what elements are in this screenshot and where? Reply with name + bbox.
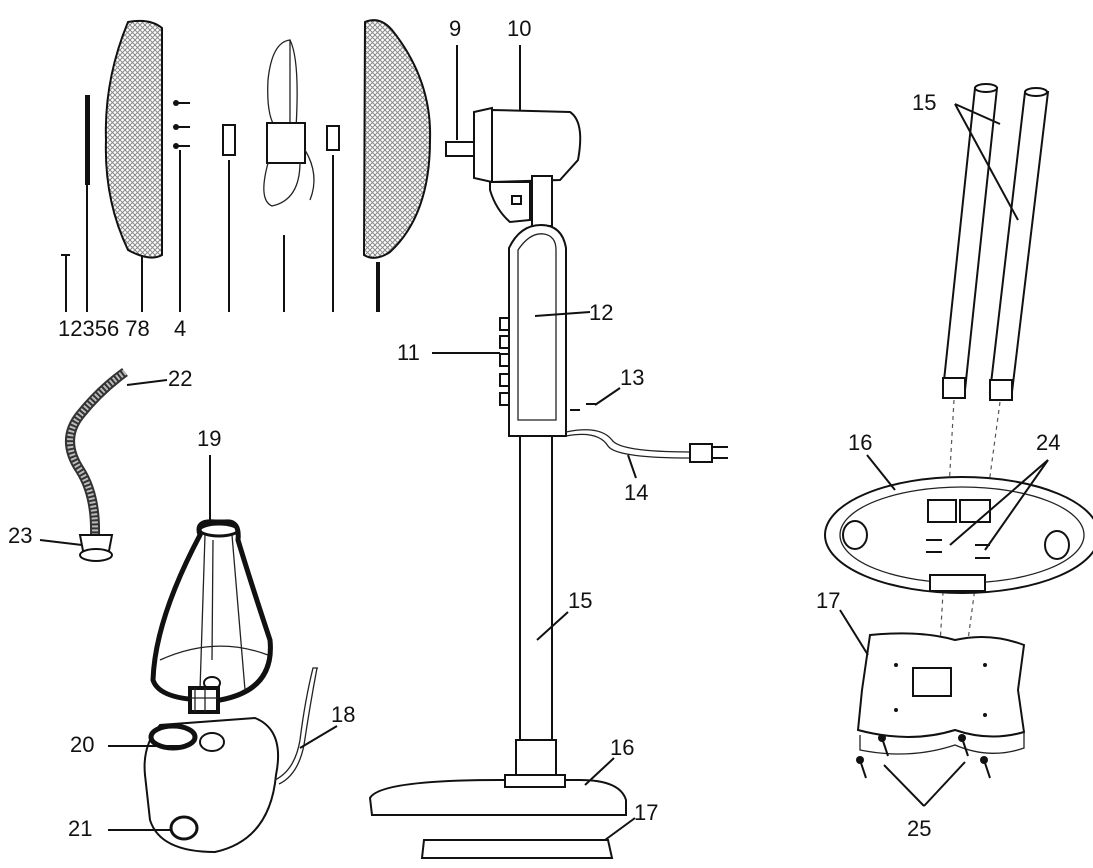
spinner-bar-part — [85, 95, 90, 185]
mist-hose-part — [65, 367, 128, 562]
fan-stand-group: 9 10 11 12 13 14 15 16 17 — [368, 16, 728, 859]
control-body-part — [499, 223, 567, 437]
label-part-21: 21 — [68, 816, 92, 841]
label-part-20: 20 — [70, 732, 94, 757]
stand-plate-part — [420, 839, 614, 859]
label-part-16-stand: 16 — [610, 735, 634, 760]
water-tank-part — [150, 519, 273, 703]
humidifier-base-part — [143, 667, 318, 854]
label-part-13: 13 — [620, 365, 644, 390]
power-cord-part — [565, 429, 728, 463]
label-parts-1-8: 12356 78 — [58, 316, 150, 341]
label-part-15-pole: 15 — [568, 588, 592, 613]
label-part-18: 18 — [331, 702, 355, 727]
grill-screws-part — [173, 100, 190, 149]
pole-part — [519, 435, 553, 747]
clamp-part — [326, 125, 340, 151]
cord-screws-part — [570, 403, 596, 411]
label-part-9: 9 — [449, 16, 461, 41]
label-part-24: 24 — [1036, 430, 1060, 455]
fan-head-parts-group: 12356 78 4 — [58, 19, 432, 341]
label-part-15-tubes: 15 — [912, 90, 936, 115]
label-part-25: 25 — [907, 816, 931, 841]
label-part-22: 22 — [168, 366, 192, 391]
fan-blade-part — [263, 39, 315, 207]
label-part-4: 4 — [174, 316, 186, 341]
tubes-part — [941, 83, 1050, 401]
grill-clip-part — [376, 262, 380, 312]
motor-housing-part — [445, 106, 582, 227]
label-part-23: 23 — [8, 523, 32, 548]
oval-base-part — [824, 476, 1093, 594]
stand-base-part — [368, 779, 627, 816]
cross-bracket-part — [856, 632, 1026, 755]
label-part-10: 10 — [507, 16, 531, 41]
small-screw-part — [61, 254, 70, 262]
bracket-screws-part — [856, 734, 991, 779]
label-part-11: 11 — [397, 340, 420, 365]
label-part-12: 12 — [589, 300, 613, 325]
label-part-16-base: 16 — [848, 430, 872, 455]
base-assembly-group: 15 16 24 — [816, 83, 1093, 841]
label-part-19: 19 — [197, 426, 221, 451]
label-part-17-stand: 17 — [634, 800, 658, 825]
blade-nut-part — [222, 124, 236, 156]
front-grill-part — [104, 19, 163, 259]
label-part-14: 14 — [624, 480, 648, 505]
pole-collar-part — [515, 739, 557, 777]
humidifier-group: 22 23 19 18 20 21 — [8, 366, 355, 854]
label-part-17-base: 17 — [816, 588, 840, 613]
rear-grill-part — [362, 19, 432, 259]
